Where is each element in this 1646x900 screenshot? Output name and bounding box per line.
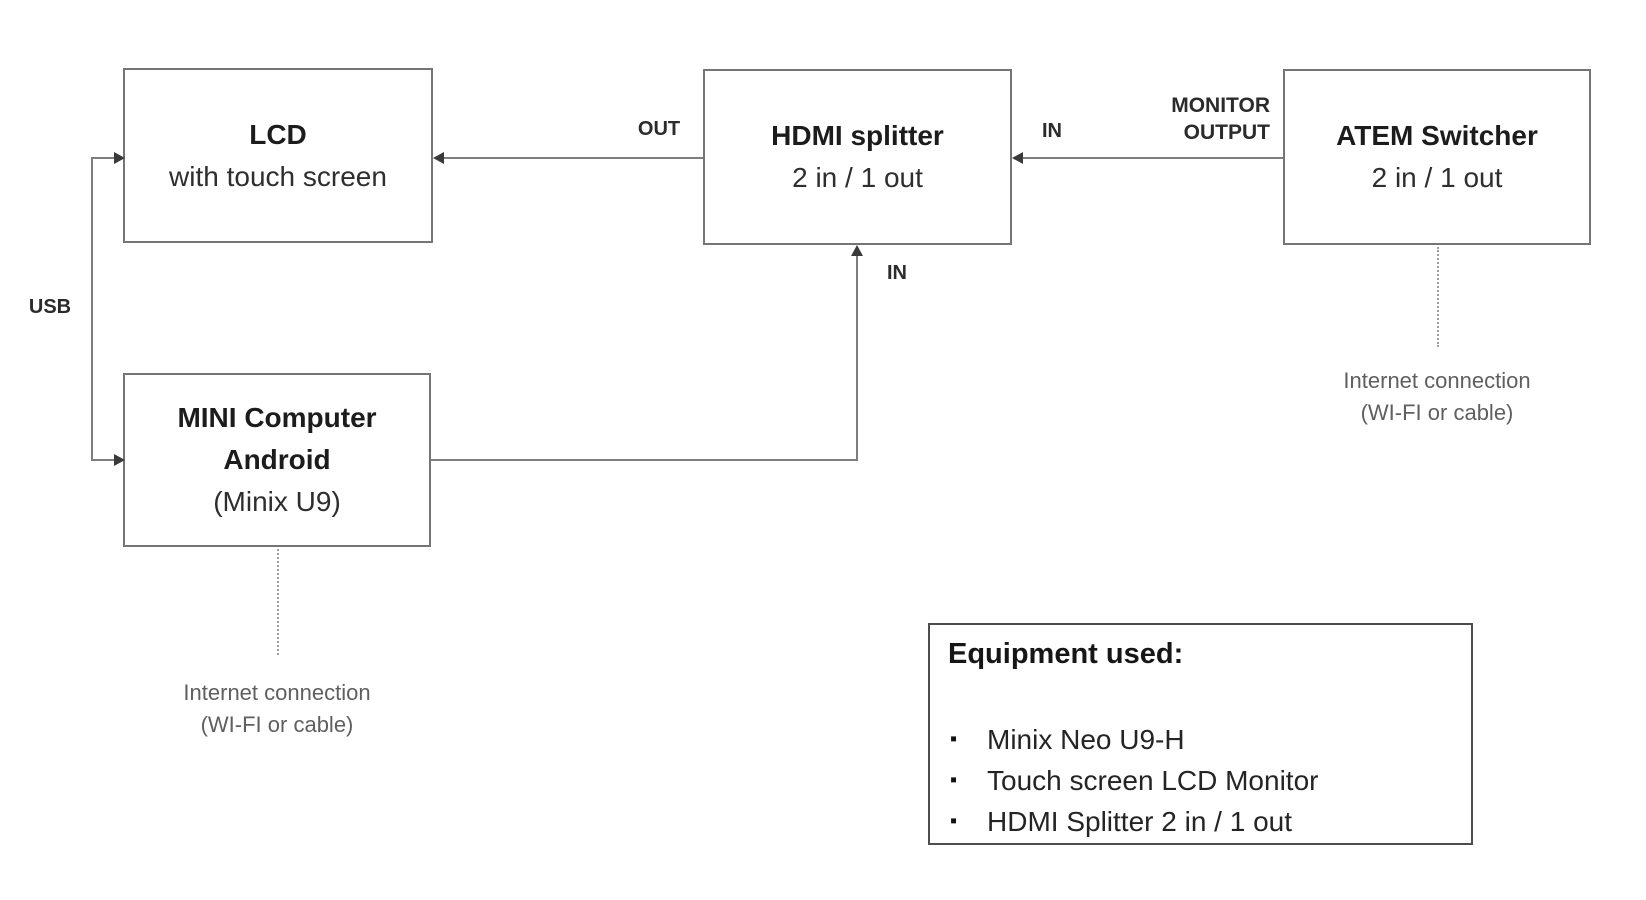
legend-item: ▪ Touch screen LCD Monitor: [950, 760, 1318, 801]
legend-equipment-used: Equipment used: ▪ Minix Neo U9-H ▪ Touch…: [928, 623, 1473, 845]
bullet-square-icon: ▪: [950, 728, 958, 750]
arrowhead-into-lcd-usb-icon: [114, 152, 125, 164]
splitter-subtitle: 2 in / 1 out: [792, 162, 923, 193]
usb-bracket-vertical: [91, 157, 93, 461]
node-atem-switcher: ATEM Switcher 2 in / 1 out: [1283, 69, 1591, 245]
lcd-title: LCD: [249, 118, 307, 150]
label-usb: USB: [28, 296, 72, 318]
arrowhead-into-lcd-icon: [433, 152, 444, 164]
lcd-subtitle: with touch screen: [169, 160, 387, 192]
atem-title: ATEM Switcher: [1336, 120, 1538, 151]
label-in-bottom: IN: [887, 262, 907, 284]
note-atem-internet-line2: (WI-FI or cable): [1360, 400, 1514, 425]
mini-title-line1: MINI Computer: [177, 402, 377, 433]
dotted-line-atem-internet: [1437, 247, 1439, 347]
node-mini-computer: MINI Computer Android (Minix U9): [123, 373, 431, 547]
atem-subtitle: 2 in / 1 out: [1371, 162, 1503, 193]
legend-title: Equipment used:: [948, 638, 1184, 670]
usb-bracket-bottom: [92, 459, 118, 461]
legend-item: ▪ Minix Neo U9-H: [950, 719, 1318, 760]
legend-item-label: HDMI Splitter 2 in / 1 out: [987, 805, 1293, 837]
splitter-title: HDMI splitter: [771, 120, 944, 151]
arrowhead-into-mini-usb-icon: [114, 454, 125, 466]
legend-item-list: ▪ Minix Neo U9-H ▪ Touch screen LCD Moni…: [950, 719, 1318, 842]
note-atem-internet-line1: Internet connection: [1343, 368, 1531, 393]
legend-item: ▪ HDMI Splitter 2 in / 1 out: [950, 801, 1318, 842]
node-hdmi-splitter: HDMI splitter 2 in / 1 out: [703, 69, 1012, 245]
label-out: OUT: [637, 118, 681, 140]
note-mini-internet-line2: (WI-FI or cable): [200, 712, 354, 737]
dotted-line-mini-internet: [277, 549, 279, 655]
node-lcd: LCD with touch screen: [123, 68, 433, 243]
label-in-right: IN: [1042, 120, 1062, 142]
mini-subtitle: (Minix U9): [213, 486, 341, 517]
usb-bracket-top: [92, 157, 118, 159]
connector-splitter-to-lcd: [437, 157, 703, 159]
connector-atem-to-splitter: [1016, 157, 1283, 159]
arrowhead-into-splitter-right-icon: [1012, 152, 1023, 164]
arrowhead-into-splitter-bottom-icon: [851, 245, 863, 256]
label-monitor-output-line2: OUTPUT: [1183, 121, 1270, 144]
label-monitor-output-line1: MONITOR: [1171, 94, 1270, 117]
mini-title-line2: Android: [223, 444, 331, 475]
connector-mini-to-splitter-vertical: [856, 250, 858, 461]
label-monitor-output: MONITOR OUTPUT: [1100, 92, 1270, 146]
note-mini-internet-line1: Internet connection: [183, 680, 371, 705]
note-mini-internet: Internet connection (WI-FI or cable): [157, 677, 397, 741]
note-atem-internet: Internet connection (WI-FI or cable): [1317, 365, 1557, 429]
legend-item-label: Touch screen LCD Monitor: [987, 764, 1319, 796]
connector-mini-to-splitter-horizontal: [431, 459, 858, 461]
bullet-square-icon: ▪: [950, 810, 958, 832]
bullet-square-icon: ▪: [950, 769, 958, 791]
legend-item-label: Minix Neo U9-H: [987, 723, 1185, 755]
